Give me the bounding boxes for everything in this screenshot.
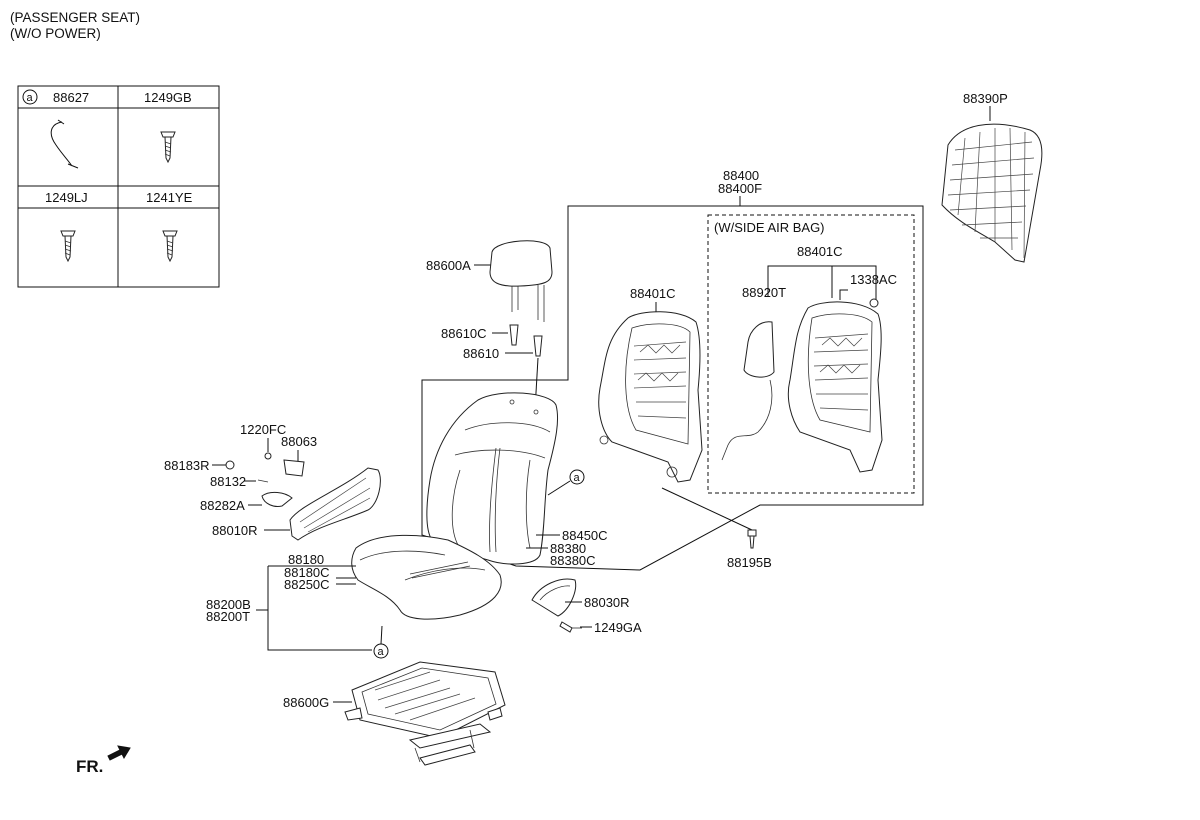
callout-88183r: 88183R — [164, 458, 210, 473]
legend-cell-88627: 88627 — [53, 90, 89, 105]
legend-cell-1249gb: 1249GB — [144, 90, 192, 105]
callout-88180c: 88180C — [284, 565, 330, 580]
ref-circle-cushion-letter: a — [378, 646, 385, 658]
legend-circle-letter: a — [27, 92, 34, 104]
side-airbag-title: (W/SIDE AIR BAG) — [714, 220, 825, 235]
callout-88380: 88380 — [550, 541, 586, 556]
callout-88450c: 88450C — [562, 528, 608, 543]
callout-88250c: 88250C — [284, 577, 330, 592]
callout-88380c: 88380C — [550, 553, 596, 568]
front-direction-arrow-icon — [107, 745, 131, 761]
callout-88600a: 88600A — [426, 258, 471, 273]
fastener-legend-table: a 88627 1249GB 1249LJ 1241YE — [17, 85, 220, 288]
bracket-88030r — [531, 578, 577, 617]
callout-88200t: 88200T — [206, 609, 250, 624]
seat-back-cover — [426, 392, 559, 565]
screw-1241ye-icon — [162, 230, 178, 263]
guide-88610 — [533, 335, 543, 357]
front-direction-label: FR. — [76, 757, 103, 776]
callout-88180: 88180 — [288, 552, 324, 567]
legend-cell-1241ye: 1241YE — [146, 190, 193, 205]
callout-88195b: 88195B — [727, 555, 772, 570]
legend-circle-marker — [22, 89, 38, 105]
header-line-1: (PASSENGER SEAT) — [10, 10, 140, 25]
callout-88390p: 88390P — [963, 91, 1008, 106]
screw-1249lj-icon — [60, 230, 76, 263]
side-shield-88010r — [257, 452, 381, 541]
callout-88400f: 88400F — [718, 181, 762, 196]
callout-88063: 88063 — [281, 434, 317, 449]
wire-clip-icon — [50, 119, 79, 169]
callout-88400: 88400 — [723, 168, 759, 183]
seat-track-frame-88600g — [344, 661, 506, 766]
screw-1249gb-icon — [160, 131, 176, 164]
callout-88010r: 88010R — [212, 523, 258, 538]
callout-88282a: 88282A — [200, 498, 245, 513]
callout-1338ac: 1338AC — [850, 272, 897, 287]
callout-88401c: 88401C — [630, 286, 676, 301]
callout-1220fc: 1220FC — [240, 422, 286, 437]
back-panel-88390p — [941, 123, 1043, 263]
side-airbag-group-box — [707, 214, 915, 494]
seat-cushion-cover — [351, 534, 502, 620]
bolt-1249ga — [559, 621, 582, 633]
callout-88200b: 88200B — [206, 597, 251, 612]
ref-circle-back — [569, 469, 585, 485]
callout-1249ga: 1249GA — [594, 620, 642, 635]
ref-circle-back-letter: a — [574, 472, 581, 484]
guide-88610c — [509, 324, 519, 346]
callout-88920t: 88920T — [742, 285, 786, 300]
callout-88610: 88610 — [463, 346, 499, 361]
headrest-88600a — [489, 240, 553, 322]
callout-88610c: 88610C — [441, 326, 487, 341]
callout-88030r: 88030R — [584, 595, 630, 610]
legend-cell-1249lj: 1249LJ — [45, 190, 88, 205]
header-line-2: (W/O POWER) — [10, 26, 101, 41]
callout-88401c-box: 88401C — [797, 244, 843, 259]
seat-back-frame-88401c — [598, 311, 703, 483]
callout-88600g: 88600G — [283, 695, 329, 710]
seat-back-frame-airbag — [787, 301, 883, 473]
side-airbag-module-88920t — [721, 298, 879, 461]
bolt-88195b — [747, 529, 757, 549]
callout-88132: 88132 — [210, 474, 246, 489]
